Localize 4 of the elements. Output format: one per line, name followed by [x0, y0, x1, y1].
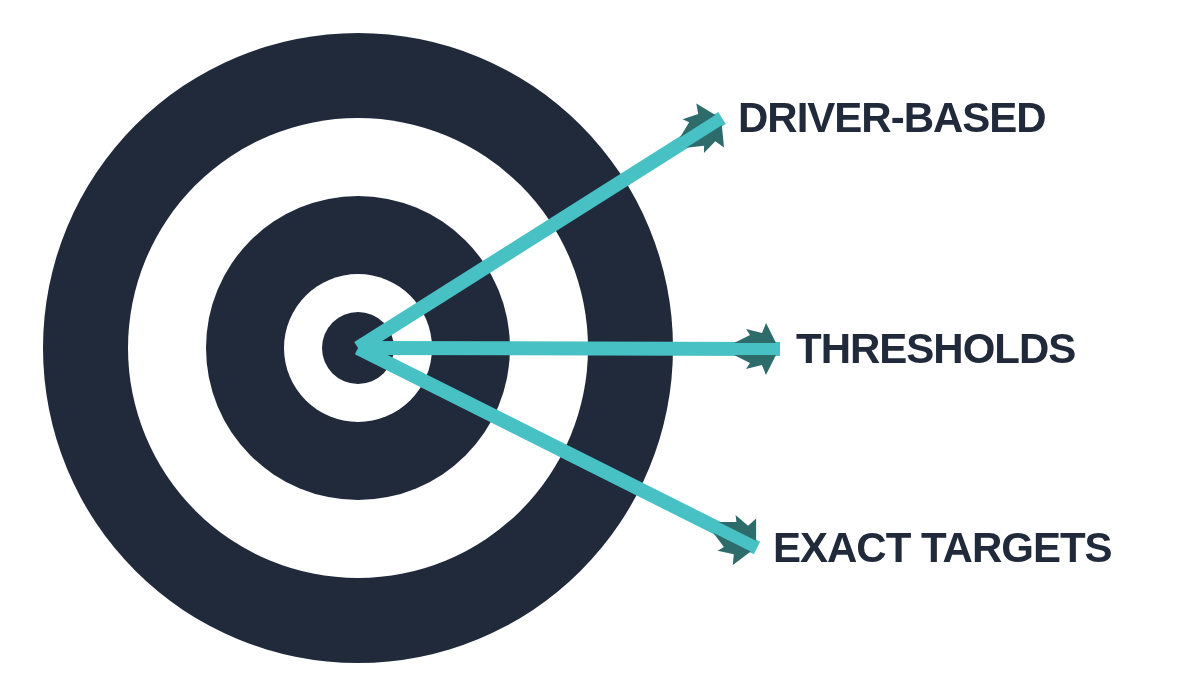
- category-label: THRESHOLDS: [780, 325, 1076, 373]
- category-label: DRIVER-BASED: [722, 94, 1046, 142]
- bullseye: [322, 312, 394, 384]
- category-label: EXACT TARGETS: [757, 524, 1112, 572]
